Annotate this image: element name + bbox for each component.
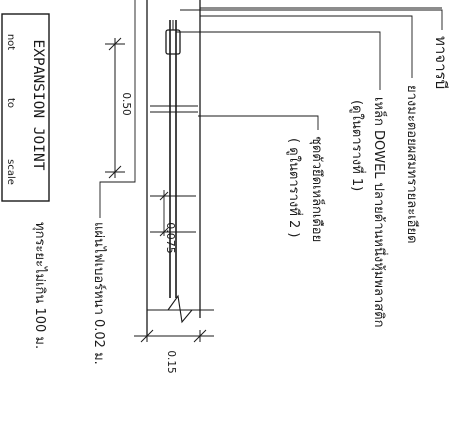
callout-filler-board: แผ่นไฟเบอร์หนา 0.02 ม. — [91, 222, 107, 365]
callout-spacing-note: ทุกระยะไม่เกิน 100 ม. — [32, 222, 48, 349]
dowel-offset-label: 0.075 — [164, 222, 177, 254]
width-dimension-label: 0.50 — [120, 92, 132, 115]
callout-sealant-line1: ชุดตัวยึดเหล็กเดือย — [309, 136, 327, 242]
title-block-title: EXPANSION JOINT — [30, 40, 46, 171]
scale-note-not: not — [5, 34, 16, 50]
title-block-frame — [1, 13, 50, 202]
scale-note-to: to — [5, 98, 16, 108]
dowel-offset-dimension — [150, 190, 196, 237]
callout-sealant-line2: ( ดูในตารางที่ 2 ) — [286, 138, 303, 237]
callout-dowel-line1: เหล็ก DOWEL ปลายด้านหนึ่งหุ้มพลาสติก — [371, 97, 389, 327]
joint-slab-body — [146, 0, 442, 336]
width-dimension — [105, 37, 125, 179]
scale-note-scale: scale — [5, 159, 16, 185]
callout-fill-material: ยางมะตอยผสมทรายละเอียด — [404, 85, 420, 244]
callout-grease: ทาจารบี — [432, 36, 450, 89]
leader-lines — [99, 0, 443, 218]
depth-dimension-label: 0.15 — [165, 350, 177, 373]
dowel-bar — [150, 20, 198, 298]
depth-dimension — [134, 329, 214, 343]
callout-dowel-line2: (ดูในตารางที่ 1) — [349, 100, 366, 191]
